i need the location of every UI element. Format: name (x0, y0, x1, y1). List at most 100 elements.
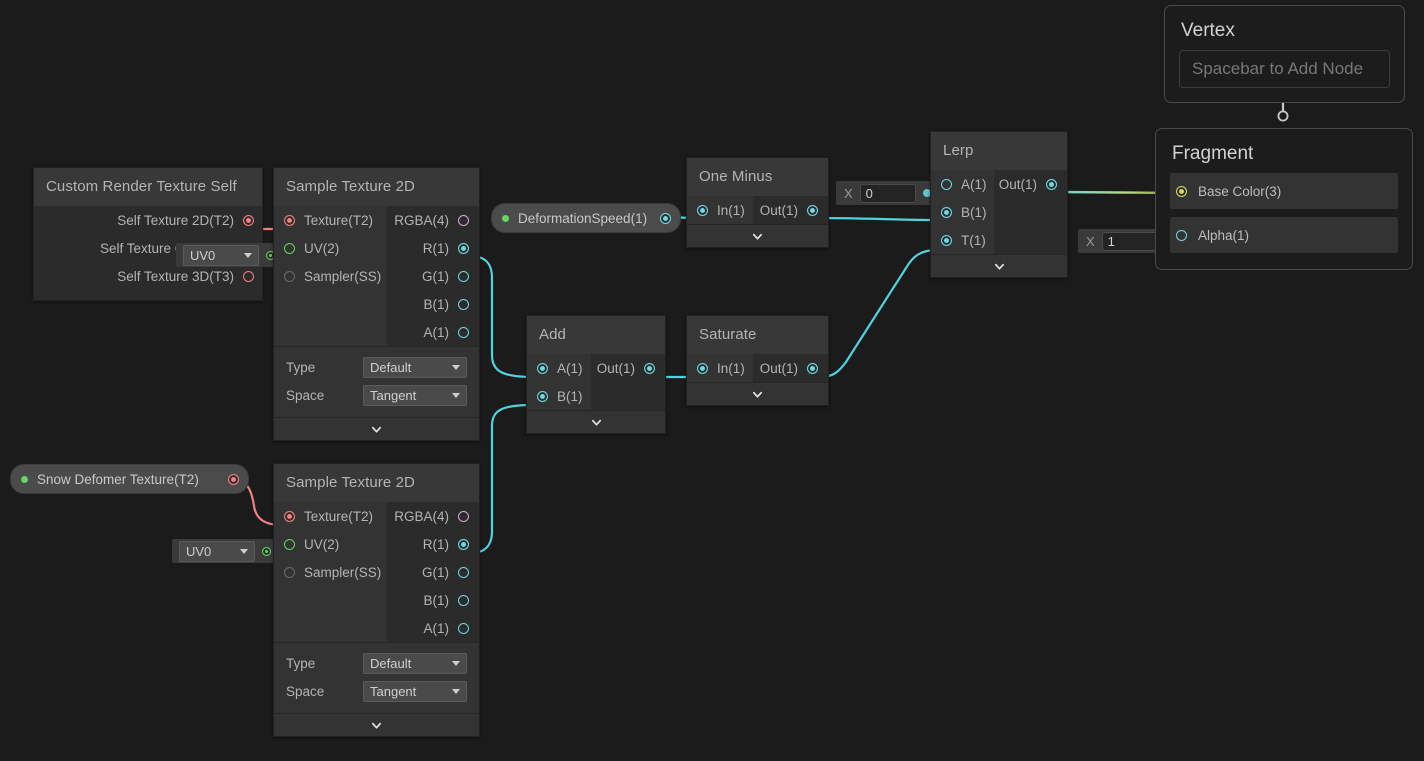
node-one-minus[interactable]: One Minus In(1) Out(1) (686, 157, 829, 248)
port-uv[interactable]: UV(2) (274, 234, 387, 262)
port-out[interactable]: Out(1) (753, 196, 828, 224)
collapse-toggle[interactable] (687, 224, 828, 247)
property-out-dot-icon[interactable] (228, 473, 239, 485)
uv0-slot-bottom[interactable]: UV0 (172, 539, 277, 563)
node-lerp[interactable]: Lerp A(1) B(1) T(1) Out(1) (930, 131, 1068, 278)
port-sampler[interactable]: Sampler(SS) (274, 262, 387, 290)
port-uv[interactable]: UV(2) (274, 530, 387, 558)
vertex-add-node-hint[interactable]: Spacebar to Add Node (1179, 50, 1390, 88)
uv0-slot-top[interactable]: UV0 (176, 243, 281, 267)
node-sample-texture-2d-bottom[interactable]: Sample Texture 2D Texture(T2) UV(2) Samp… (273, 463, 480, 737)
property-deformation-speed[interactable]: DeformationSpeed(1) (491, 203, 681, 233)
port-dot-grey-icon[interactable] (284, 566, 295, 578)
port-dot-cyan-icon[interactable] (458, 538, 469, 550)
port-dot-red-icon[interactable] (243, 214, 254, 226)
port-in[interactable]: In(1) (687, 354, 753, 382)
port-a[interactable]: A(1) (387, 318, 479, 346)
port-dot-cyan-icon[interactable] (941, 206, 952, 218)
block-alpha[interactable]: Alpha(1) (1170, 217, 1398, 253)
port-r[interactable]: R(1) (387, 234, 479, 262)
port-a[interactable]: A(1) (387, 614, 479, 642)
port-dot-red-icon[interactable] (284, 214, 295, 226)
port-b[interactable]: B(1) (527, 382, 591, 410)
port-dot-cyan-icon[interactable] (644, 362, 655, 374)
collapse-toggle[interactable] (274, 417, 479, 440)
port-dot-red-icon[interactable] (243, 270, 254, 282)
property-out-dot-icon[interactable] (660, 212, 671, 224)
collapse-toggle[interactable] (274, 713, 479, 736)
port-dot-cyan-icon[interactable] (458, 326, 469, 338)
port-a[interactable]: A(1) (527, 354, 591, 382)
port-dot-cyan-icon[interactable] (458, 594, 469, 606)
port-self-texture-3d[interactable]: Self Texture 3D(T3) (34, 262, 262, 290)
port-dot-yellow-icon[interactable] (1176, 185, 1187, 197)
node-add[interactable]: Add A(1) B(1) Out(1) (526, 315, 666, 434)
port-dot-cyan-icon[interactable] (1176, 229, 1187, 241)
float-input[interactable]: 1 (1101, 231, 1158, 251)
type-dropdown[interactable]: Default (363, 652, 467, 674)
port-dot-pink-icon[interactable] (458, 510, 469, 522)
port-rgba[interactable]: RGBA(4) (387, 206, 479, 234)
port-dot-cyan-icon[interactable] (458, 622, 469, 634)
port-texture-t2[interactable]: Texture(T2) (274, 502, 387, 530)
port-b[interactable]: B(1) (387, 586, 479, 614)
node-sample-texture-2d-top[interactable]: Sample Texture 2D Texture(T2) UV(2) Samp… (273, 167, 480, 441)
port-sampler[interactable]: Sampler(SS) (274, 558, 387, 586)
port-dot-cyan-icon[interactable] (697, 204, 708, 216)
uv-dropdown[interactable]: UV0 (183, 244, 259, 266)
space-dropdown[interactable]: Tangent (363, 384, 467, 406)
port-dot-cyan-icon[interactable] (941, 234, 952, 246)
slot-out-dot-icon[interactable] (922, 189, 931, 197)
port-self-texture-2d[interactable]: Self Texture 2D(T2) (34, 206, 262, 234)
port-out[interactable]: Out(1) (591, 354, 665, 382)
setting-type[interactable]: Type Default (274, 649, 479, 677)
port-a[interactable]: A(1) (931, 170, 994, 198)
port-in[interactable]: In(1) (687, 196, 753, 224)
collapse-toggle[interactable] (687, 382, 828, 405)
port-t[interactable]: T(1) (931, 226, 994, 254)
port-b[interactable]: B(1) (931, 198, 994, 226)
master-node-vertex[interactable]: Vertex Spacebar to Add Node (1164, 5, 1405, 103)
port-dot-cyan-icon[interactable] (537, 362, 548, 374)
setting-type[interactable]: Type Default (274, 353, 479, 381)
collapse-toggle[interactable] (527, 410, 665, 433)
port-dot-cyan-icon[interactable] (458, 298, 469, 310)
port-dot-pink-icon[interactable] (458, 214, 469, 226)
port-dot-green-icon[interactable] (284, 242, 295, 254)
port-out[interactable]: Out(1) (994, 170, 1067, 198)
block-base-color[interactable]: Base Color(3) (1170, 173, 1398, 209)
port-dot-cyan-icon[interactable] (807, 362, 818, 374)
port-dot-cyan-icon[interactable] (807, 204, 818, 216)
collapse-toggle[interactable] (931, 254, 1067, 277)
port-dot-red-icon[interactable] (284, 510, 295, 522)
port-g[interactable]: G(1) (387, 558, 479, 586)
uv-slot-out-dot-icon[interactable] (262, 546, 271, 556)
port-rgba[interactable]: RGBA(4) (387, 502, 479, 530)
port-dot-green-icon[interactable] (284, 538, 295, 550)
port-dot-cyan-icon[interactable] (458, 242, 469, 254)
float-slot-lerp-a[interactable]: X 0 (836, 181, 938, 205)
port-dot-cyan-icon[interactable] (458, 270, 469, 282)
uv-dropdown[interactable]: UV0 (179, 540, 255, 562)
port-dot-cyan-icon[interactable] (1046, 178, 1057, 190)
master-node-fragment[interactable]: Fragment Base Color(3) Alpha(1) (1155, 128, 1413, 270)
node-custom-render-texture-self[interactable]: Custom Render Texture Self Self Texture … (33, 167, 263, 301)
port-dot-grey-icon[interactable] (284, 270, 295, 282)
port-dot-cyan-icon[interactable] (941, 178, 952, 190)
port-out[interactable]: Out(1) (753, 354, 828, 382)
port-dot-cyan-icon[interactable] (458, 566, 469, 578)
space-dropdown[interactable]: Tangent (363, 680, 467, 702)
type-dropdown[interactable]: Default (363, 356, 467, 378)
port-dot-cyan-icon[interactable] (537, 390, 548, 402)
float-input[interactable]: 0 (859, 183, 916, 203)
port-dot-cyan-icon[interactable] (697, 362, 708, 374)
port-texture-t2[interactable]: Texture(T2) (274, 206, 387, 234)
node-saturate[interactable]: Saturate In(1) Out(1) (686, 315, 829, 406)
setting-space[interactable]: Space Tangent (274, 677, 479, 705)
property-snow-deformer-texture[interactable]: Snow Defomer Texture(T2) (10, 464, 249, 494)
port-b[interactable]: B(1) (387, 290, 479, 318)
setting-space[interactable]: Space Tangent (274, 381, 479, 409)
port-r[interactable]: R(1) (387, 530, 479, 558)
port-g[interactable]: G(1) (387, 262, 479, 290)
